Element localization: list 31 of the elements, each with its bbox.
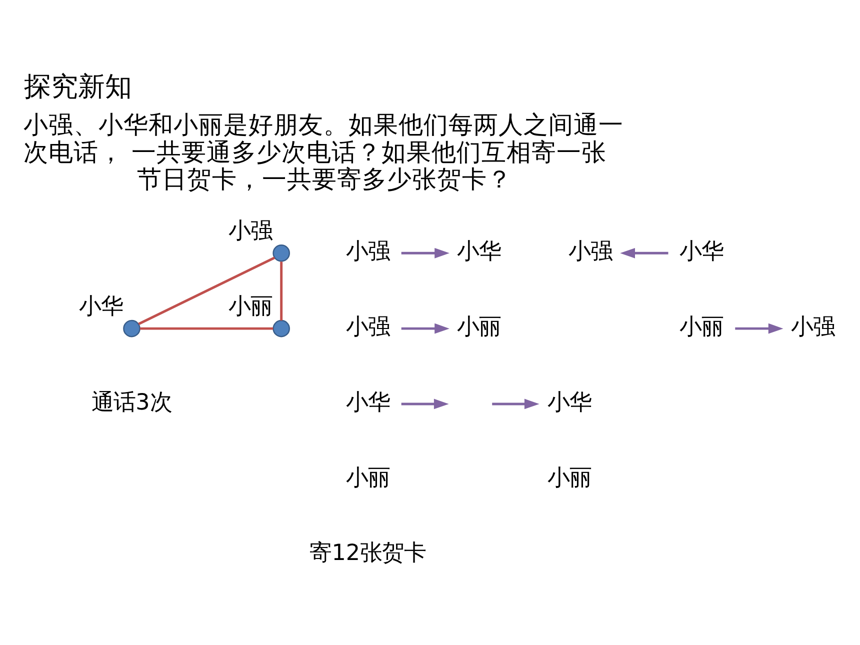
node-label: 小强 (228, 218, 272, 244)
node-text: 小强 (346, 238, 390, 264)
connector (140, 326, 274, 330)
arrow (492, 398, 540, 409)
label: 小丽 (346, 464, 390, 490)
arrow (401, 398, 449, 409)
node-text: 小强 (346, 314, 390, 340)
node-text: 小丽 (680, 314, 724, 340)
node-circle (272, 244, 290, 262)
node-label: 小华 (78, 293, 123, 320)
node-text: 小强 (790, 314, 835, 340)
node-text: 小华 (346, 388, 390, 415)
arrow (735, 322, 784, 334)
node-text: 小强 (568, 238, 612, 264)
diagram-title: 探究新知 (24, 71, 132, 102)
label: 小丽 (547, 464, 592, 490)
arrow (620, 247, 668, 258)
arrow (401, 247, 450, 258)
label: 通话3次 (92, 388, 172, 415)
node-label: 小丽 (228, 293, 272, 320)
node-text: 小华 (680, 238, 724, 264)
node-circle (272, 319, 290, 337)
connector (138, 256, 276, 325)
connector (280, 261, 283, 320)
node-text: 小华 (547, 388, 592, 415)
node-text: 小丽 (457, 314, 502, 340)
label: 小强、小华和小丽是好朋友。如果他们每两人之间通一次电话， 一共要通多少次电话？如果他们互相寄一张节日贺卡，一共要寄多少张贺卡？ (24, 110, 624, 194)
node-circle (123, 319, 140, 337)
arrow (401, 322, 450, 334)
node-text: 小华 (457, 238, 502, 264)
label: 寄12张贺卡 (310, 540, 426, 566)
